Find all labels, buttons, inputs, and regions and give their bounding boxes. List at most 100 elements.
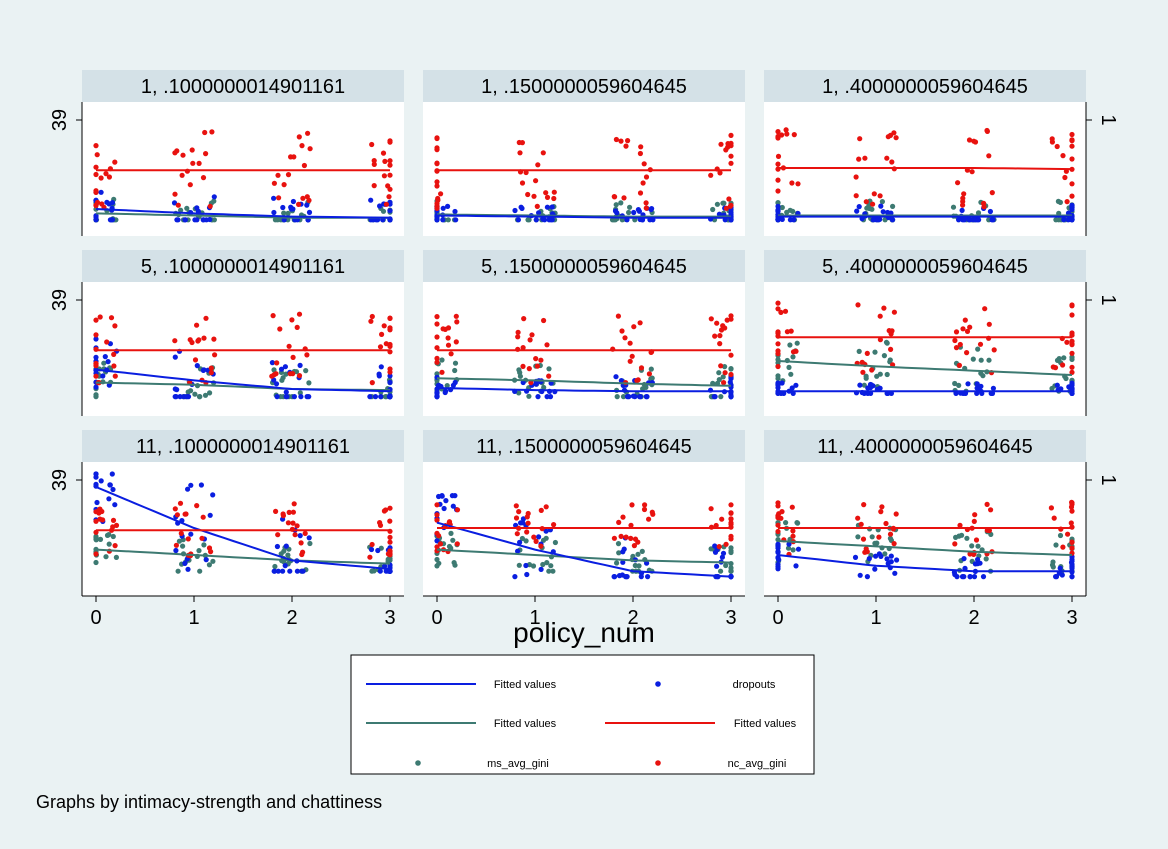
dropout-point (306, 535, 312, 541)
nc-point (775, 135, 781, 141)
nc-point (857, 136, 863, 142)
nc-point (98, 175, 104, 181)
nc-point (628, 535, 634, 542)
nc-point (793, 348, 799, 354)
dropout-point (544, 204, 551, 210)
dropout-point (182, 217, 188, 223)
nc-point (714, 320, 720, 326)
nc-point (196, 337, 202, 343)
dropout-point (959, 207, 965, 213)
dropout-point (1069, 565, 1075, 572)
dropout-point (975, 556, 981, 563)
nc-point (728, 371, 734, 378)
ms-point (1049, 385, 1055, 392)
nc-point (538, 507, 544, 513)
dropout-point (961, 574, 967, 580)
nc-point (891, 309, 898, 315)
nc-point (172, 191, 178, 197)
dropout-point (109, 471, 115, 477)
nc-point (99, 508, 105, 515)
ms-point (639, 548, 645, 555)
dropout-point (775, 382, 781, 388)
nc-point (434, 145, 440, 151)
nc-point (369, 541, 375, 548)
nc-point (637, 150, 644, 157)
nc-point (727, 203, 733, 209)
nc-point (775, 306, 781, 312)
dropout-point (638, 574, 644, 580)
nc-point (728, 160, 734, 166)
dropout-point (520, 516, 527, 522)
nc-point (982, 306, 988, 312)
nc-point (381, 323, 387, 329)
nc-point (864, 350, 870, 356)
dropout-point (1061, 217, 1067, 223)
dropouts-fitted-line (95, 368, 391, 393)
nc-point (629, 502, 635, 508)
nc-point (984, 501, 990, 507)
nc-point (112, 159, 118, 165)
dropout-point (533, 217, 539, 223)
ms-point (970, 356, 976, 362)
nc-point (887, 132, 894, 138)
ms-point (525, 217, 531, 223)
ms-point (285, 552, 291, 558)
ms-point (516, 562, 522, 568)
nc-point (956, 362, 963, 368)
nc-point (93, 164, 99, 170)
nc-point (434, 355, 440, 361)
dropout-point (172, 354, 178, 360)
ms-point (986, 357, 992, 363)
dropout-point (185, 566, 191, 572)
nc-point (445, 335, 451, 341)
dropout-point (387, 568, 393, 574)
dropout-point (1054, 382, 1060, 388)
nc-point (969, 169, 975, 175)
dropout-point (282, 364, 288, 370)
dropout-point (93, 384, 99, 390)
nc-point (1069, 350, 1075, 356)
ms-point (959, 532, 965, 538)
x-tick-label: 0 (431, 607, 442, 629)
nc-point (775, 177, 781, 183)
nc-point (708, 316, 714, 322)
ms-point (93, 392, 99, 398)
nc-point (387, 162, 393, 168)
nc-point (646, 371, 653, 377)
dropout-point (105, 359, 111, 365)
nc-point (285, 172, 292, 178)
nc-point (877, 193, 883, 199)
dropout-point (620, 559, 626, 565)
ms-point (620, 394, 627, 400)
ms-point (952, 380, 958, 387)
ms-point (787, 207, 793, 213)
ms-point (452, 360, 459, 366)
nc-point (722, 370, 728, 376)
left-axis-tick-label: 39 (49, 109, 71, 131)
nc-point (622, 335, 628, 341)
ms-point (201, 542, 207, 548)
nc-point (199, 535, 205, 541)
nc-point (1069, 539, 1075, 545)
nc-point (972, 512, 978, 518)
dropout-point (965, 381, 971, 387)
nc-point (298, 540, 304, 546)
nc-point (377, 522, 384, 529)
ms-point (283, 371, 289, 377)
nc-point (618, 533, 624, 540)
ms-point (1057, 532, 1064, 539)
panel-header (82, 430, 404, 462)
ms-point (446, 543, 453, 550)
nc-point (775, 330, 781, 336)
nc-point (192, 357, 199, 363)
nc-point (964, 328, 971, 334)
ms-point (787, 342, 793, 348)
nc-point (172, 150, 178, 156)
nc-point (448, 351, 454, 357)
dropout-point (961, 556, 967, 562)
nc-point (1068, 520, 1074, 526)
ms-point (1069, 354, 1075, 360)
ms-point (855, 534, 861, 540)
dropout-point (856, 204, 862, 210)
dropout-point (779, 380, 785, 386)
